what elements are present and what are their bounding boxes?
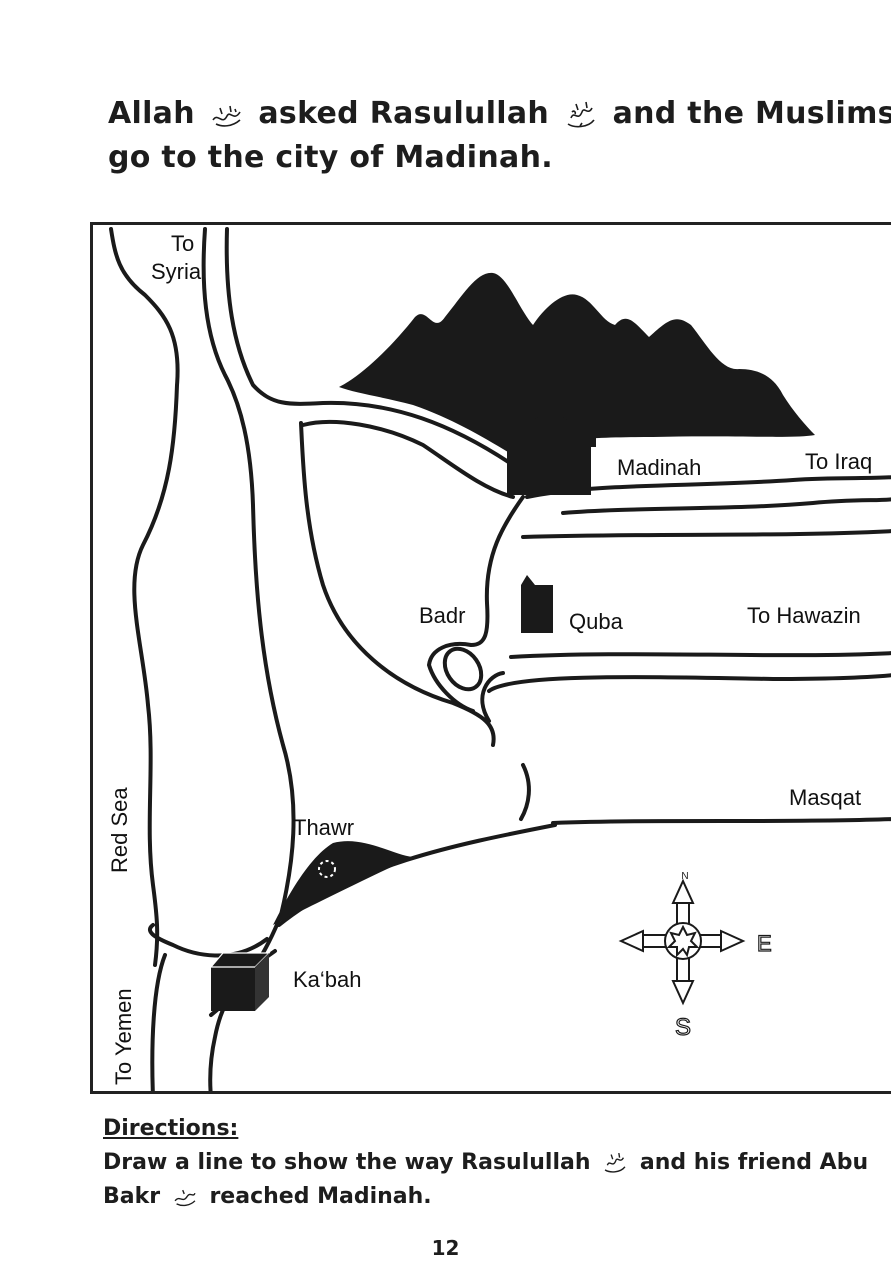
- label-masqat: Masqat: [789, 785, 861, 810]
- radiallahu-calligraphy-icon: [174, 1189, 196, 1207]
- directions-line-2: Bakr reached Madinah.: [103, 1180, 891, 1214]
- compass-east-arrow: [720, 929, 746, 953]
- compass-south-arrow: [671, 980, 695, 1006]
- mountains: [339, 272, 815, 455]
- road-masqat-upper: [487, 673, 891, 693]
- heading-text-muslims: and the Muslims to: [612, 96, 891, 131]
- directions-line-1: Draw a line to show the way Rasulullah a…: [103, 1146, 891, 1180]
- madinah-mosque: [501, 352, 596, 495]
- label-quba: Quba: [569, 609, 624, 634]
- compass-west-arrow: [618, 929, 644, 953]
- compass-east-label: E: [757, 931, 772, 956]
- label-to-syria-1: To: [171, 231, 194, 256]
- thawr-mountain: [273, 841, 413, 925]
- badr-lake: [442, 646, 484, 692]
- page-heading: Allah asked Rasulullah and the Muslims t…: [108, 92, 891, 180]
- road-badr-inner: [427, 495, 525, 713]
- directions-text-1b: and his friend Abu: [639, 1150, 869, 1175]
- label-to-hawazin: To Hawazin: [747, 603, 861, 628]
- road-syria-right: [224, 227, 515, 467]
- directions-text-2b: reached Madinah.: [209, 1184, 432, 1209]
- road-to-iraq-lower: [561, 497, 891, 515]
- compass-south-label: S: [675, 1014, 691, 1041]
- label-red-sea: Red Sea: [107, 787, 132, 873]
- label-badr: Badr: [419, 603, 465, 628]
- quba-mosque: [521, 575, 553, 633]
- label-kabah: Ka‘bah: [293, 967, 362, 992]
- kabah-icon: [209, 952, 271, 1011]
- label-thawr: Thawr: [293, 815, 354, 840]
- road-badr-masqat-west: [480, 671, 505, 723]
- road-madinah-west: [301, 419, 515, 499]
- directions-block: Directions: Draw a line to show the way …: [103, 1112, 891, 1214]
- road-hawazin-lower: [509, 651, 891, 659]
- directions-text-1a: Draw a line to show the way Rasulullah: [103, 1150, 591, 1175]
- map-frame: To Syria Madinah To Iraq Badr Quba To Ha…: [90, 222, 891, 1094]
- road-yemen: [150, 953, 167, 1091]
- road-south-main-upper: [519, 763, 531, 821]
- compass-north-arrow: [671, 878, 695, 904]
- road-hawazin-upper: [521, 529, 891, 539]
- heading-line-1: Allah asked Rasulullah and the Muslims t…: [108, 92, 891, 136]
- compass-north-label: N: [681, 871, 688, 882]
- label-to-iraq: To Iraq: [805, 449, 872, 474]
- label-madinah: Madinah: [617, 455, 701, 480]
- label-to-syria-2: Syria: [151, 259, 202, 284]
- thawr-cave-icon: [318, 860, 336, 878]
- heading-text-asked: asked Rasulullah: [258, 96, 550, 131]
- salawat-calligraphy-icon: [604, 1152, 626, 1173]
- road-syria-left: [201, 227, 296, 1017]
- compass-rose: [618, 878, 746, 1006]
- honorific-calligraphy-icon: [211, 105, 241, 127]
- heading-line-2: go to the city of Madinah.: [108, 140, 553, 175]
- label-to-yemen: To Yemen: [111, 988, 136, 1085]
- road-madinah-badr: [299, 421, 496, 747]
- coastline: [109, 227, 180, 967]
- directions-text-2a: Bakr: [103, 1184, 161, 1209]
- directions-title: Directions:: [103, 1116, 239, 1141]
- road-kabah-upper: [148, 923, 269, 958]
- road-masqat-lower: [551, 817, 891, 825]
- heading-text-allah: Allah: [108, 96, 195, 131]
- page-number: 12: [431, 1236, 460, 1260]
- salawat-calligraphy-icon: [567, 101, 595, 127]
- route-map: To Syria Madinah To Iraq Badr Quba To Ha…: [107, 227, 891, 1091]
